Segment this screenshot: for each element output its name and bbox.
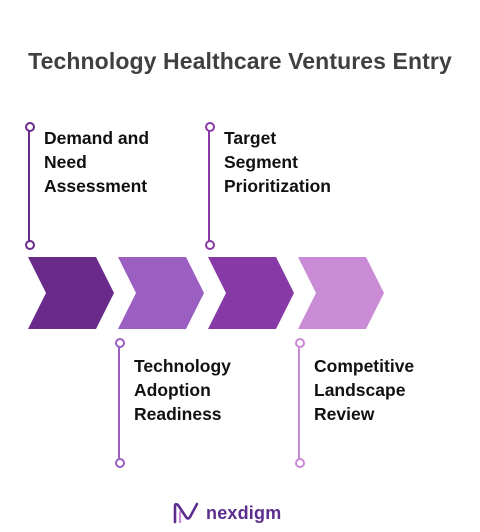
step-4-chevron	[298, 257, 384, 329]
step-2-connector-bottom-dot	[115, 458, 125, 468]
step-3-connector	[208, 128, 210, 244]
step-1-label: Demand and Need Assessment	[44, 128, 150, 196]
step-2-connector	[118, 344, 120, 462]
step-2-label: Technology Adoption Readiness	[134, 356, 231, 424]
step-3-connector-bottom-dot	[205, 240, 215, 250]
step-1-chevron	[28, 257, 114, 329]
step-1-connector-bottom-dot	[25, 240, 35, 250]
step-1-connector	[28, 128, 30, 244]
step-4-connector	[298, 344, 300, 462]
step-2-chevron	[118, 257, 204, 329]
step-3-chevron	[208, 257, 294, 329]
step-1-connector-top-dot	[25, 122, 35, 132]
step-3-connector-top-dot	[205, 122, 215, 132]
brand-logo: nexdigm	[172, 498, 281, 528]
step-4-connector-bottom-dot	[295, 458, 305, 468]
step-4-label: Competitive Landscape Review	[314, 356, 415, 424]
nexdigm-logo-icon	[173, 502, 199, 524]
diagram-title: Technology Healthcare Ventures Entry	[28, 48, 452, 74]
brand-name: nexdigm	[206, 502, 282, 523]
step-3-label: Target Segment Prioritization	[224, 128, 331, 196]
step-2-connector-top-dot	[115, 338, 125, 348]
step-4-connector-top-dot	[295, 338, 305, 348]
